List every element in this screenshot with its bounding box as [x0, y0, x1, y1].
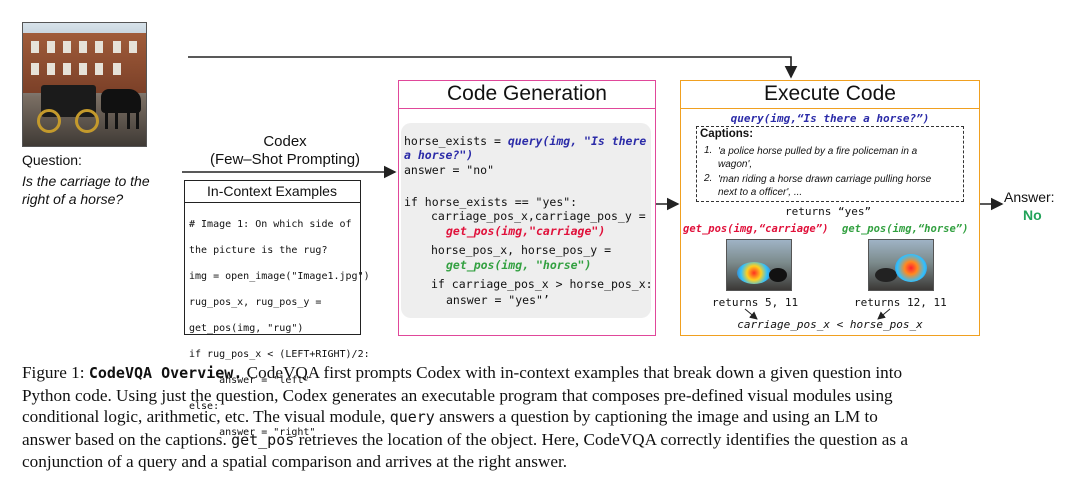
caption-2: 'man riding a horse drawn carriage pulli…	[718, 173, 931, 199]
in-context-line: the picture is the rug?	[189, 245, 328, 256]
getpos-carriage-call: get_pos(img,“carriage”)	[683, 223, 829, 235]
caption-text: answer based on the captions.	[22, 429, 232, 449]
caption-code: query	[389, 408, 435, 426]
codex-subtitle: (Few–Shot Prompting)	[209, 151, 361, 168]
execute-code-title: Execute Code	[680, 80, 980, 109]
in-context-line: # Image 1: On which side of	[189, 219, 352, 230]
caption-2-line: next to a officer', ...	[718, 187, 803, 198]
caption-text: conditional logic, arithmetic, etc. The …	[22, 407, 390, 426]
answer-label: Answer:	[1004, 189, 1055, 205]
returns-horse-pos: returns 12, 11	[854, 296, 947, 309]
caption-text: conjunction of a query and a spatial com…	[22, 452, 568, 471]
question-label: Question:	[22, 152, 82, 168]
code-line-6: get_pos(img,"carriage")	[446, 224, 606, 238]
code-line-1: horse_exists = query(img, "Is there	[404, 134, 646, 148]
caption-heading: CodeVQA Overview.	[88, 364, 243, 382]
getpos-horse-call: get_pos(img,“horse”)	[842, 223, 969, 235]
in-context-line: rug_pos_x, rug_pos_y =	[189, 297, 322, 308]
generated-code-panel	[401, 123, 651, 318]
captions-box	[696, 126, 964, 202]
in-context-title: In-Context Examples	[184, 180, 360, 203]
code-line-4: if horse_exists == "yes":	[404, 195, 578, 209]
execute-query-call: query(img,“Is there a horse?”)	[730, 112, 930, 125]
codex-title: Codex	[263, 133, 307, 150]
caption-text: answers a question by captioning the ima…	[434, 407, 878, 426]
position-comparison: carriage_pos_x < horse_pos_x	[737, 318, 923, 331]
horse-heatmap-image	[868, 239, 934, 291]
figure-caption: Figure 1: CodeVQA Overview. CodeVQA firs…	[22, 362, 1072, 473]
execute-code-box	[680, 80, 980, 336]
in-context-line: else:	[189, 401, 220, 412]
in-context-examples-box	[184, 180, 361, 335]
caption-code: get_pos	[231, 430, 295, 449]
code-line-8: get_pos(img, "horse")	[446, 258, 592, 272]
caption-text: CodeVQA first prompts Codex with in-cont…	[242, 363, 903, 382]
carriage-heatmap-image	[726, 239, 792, 291]
code-text: horse_exists =	[404, 134, 508, 148]
in-context-line: get_pos(img, "rug")	[189, 323, 304, 334]
code-line-2: a horse?")	[404, 148, 474, 162]
figure-number: Figure 1:	[22, 363, 89, 382]
code-line-7: horse_pos_x, horse_pos_y =	[431, 243, 612, 257]
code-line-10: answer = "yes"’	[446, 293, 550, 307]
in-context-line: answer = "left"	[189, 375, 310, 386]
code-generation-box	[398, 80, 656, 336]
code-generation-title: Code Generation	[398, 80, 656, 109]
caption-text: retrieves the location of the object. He…	[294, 429, 909, 449]
in-context-line: img = open_image("Image1.jpg")	[189, 271, 370, 282]
returns-carriage-pos: returns 5, 11	[712, 296, 799, 309]
caption-2-number: 2.	[704, 173, 713, 184]
caption-1: 'a police horse pulled by a fire policem…	[718, 145, 917, 171]
input-image	[22, 22, 147, 147]
captions-label: Captions:	[700, 128, 754, 140]
in-context-line: if rug_pos_x < (LEFT+RIGHT)/2:	[189, 349, 370, 360]
caption-1-line: 'a police horse pulled by a fire policem…	[718, 146, 918, 157]
question-line-1: Is the carriage to the	[22, 173, 150, 189]
in-context-code: # Image 1: On which side of the picture …	[189, 205, 370, 478]
code-line-5: carriage_pos_x,carriage_pos_y =	[431, 209, 646, 223]
caption-1-line: wagon',	[718, 159, 753, 170]
code-line-9: if carriage_pos_x > horse_pos_x:	[431, 277, 653, 291]
in-context-line: . . .	[189, 453, 220, 464]
caption-2-line: 'man riding a horse drawn carriage pulli…	[718, 174, 932, 185]
query-call: query(img, "Is there	[507, 134, 647, 148]
caption-text: Python code. Using just the question, Co…	[22, 385, 893, 405]
answer-value: No	[1023, 207, 1042, 223]
question-line-2: right of a horse?	[22, 191, 124, 207]
caption-1-number: 1.	[704, 145, 713, 156]
in-context-line: answer = "right"	[189, 427, 316, 438]
returns-yes: returns “yes”	[785, 205, 872, 218]
code-line-3: answer = "no"	[404, 163, 495, 177]
